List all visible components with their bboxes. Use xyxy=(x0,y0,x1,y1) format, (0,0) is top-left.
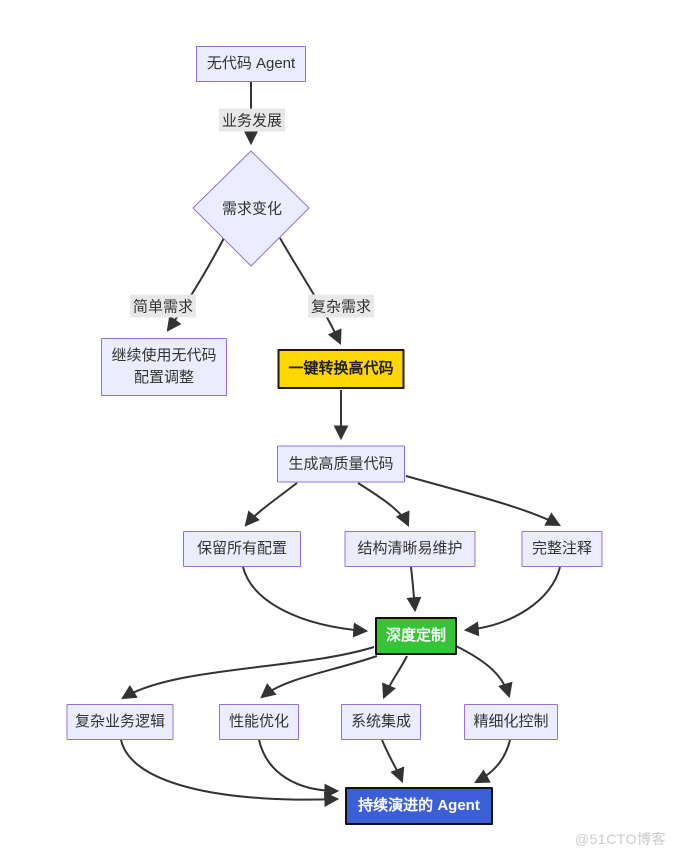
node-full-comments: 完整注释 xyxy=(521,531,603,567)
edge-structure-to-deep xyxy=(406,566,422,613)
node-perf-opt-label: 性能优化 xyxy=(228,713,289,731)
edge-control-to-agent xyxy=(474,739,511,784)
edge-generate-to-comments xyxy=(405,475,561,527)
node-generate-code-label: 生成高质量代码 xyxy=(288,455,394,473)
node-deep-custom: 深度定制 xyxy=(375,617,457,655)
node-nocode-agent-label: 无代码 Agent xyxy=(206,55,296,73)
node-evolving-agent: 持续演进的 Agent xyxy=(345,787,493,825)
edge-paths xyxy=(120,82,561,807)
edge-deep-to-control xyxy=(455,645,513,699)
node-one-click-convert-label: 一键转换高代码 xyxy=(288,360,394,378)
edge-keep-to-deep xyxy=(242,566,369,638)
node-system-integration-label: 系统集成 xyxy=(350,713,411,731)
edge-logic-to-agent xyxy=(120,739,340,807)
node-generate-code: 生成高质量代码 xyxy=(277,445,405,483)
node-continue-nocode: 继续使用无代码 配置调整 xyxy=(101,338,227,396)
edge-generate-to-structure xyxy=(357,482,410,528)
node-one-click-convert: 一键转换高代码 xyxy=(277,349,405,389)
node-perf-opt: 性能优化 xyxy=(219,704,299,740)
edge-demand-to-continue xyxy=(166,237,225,332)
edge-label-complex-demand: 复杂需求 xyxy=(307,294,375,318)
node-full-comments-label: 完整注释 xyxy=(531,540,592,558)
node-demand-change-label: 需求变化 xyxy=(221,200,283,218)
node-system-integration: 系统集成 xyxy=(341,704,421,740)
node-continue-nocode-line1: 继续使用无代码 xyxy=(111,347,217,365)
node-fine-control-label: 精细化控制 xyxy=(473,713,549,731)
edge-perf-to-agent xyxy=(258,739,340,799)
edge-deep-to-integration xyxy=(382,655,408,700)
decision-diamond-shape xyxy=(192,150,310,267)
edge-label-simple-demand: 简单需求 xyxy=(129,294,197,318)
node-deep-custom-label: 深度定制 xyxy=(385,627,446,645)
node-complex-logic: 复杂业务逻辑 xyxy=(66,704,174,740)
edge-deep-to-perf xyxy=(260,655,378,699)
edge-demand-to-convert xyxy=(279,237,342,346)
node-clear-structure: 结构清晰易维护 xyxy=(344,531,476,567)
node-fine-control: 精细化控制 xyxy=(464,704,558,740)
edge-generate-to-keep xyxy=(244,482,298,527)
edge-comments-to-deep xyxy=(463,566,561,637)
node-complex-logic-label: 复杂业务逻辑 xyxy=(74,713,165,731)
site-watermark: @51CTO博客 xyxy=(574,831,666,847)
node-clear-structure-label: 结构清晰易维护 xyxy=(357,540,463,558)
edge-deep-to-logic xyxy=(121,646,375,700)
node-nocode-agent: 无代码 Agent xyxy=(196,46,306,82)
node-keep-config: 保留所有配置 xyxy=(183,531,301,567)
edge-label-business-growth: 业务发展 xyxy=(218,108,286,132)
edge-integration-to-agent xyxy=(381,739,405,784)
node-keep-config-label: 保留所有配置 xyxy=(196,540,287,558)
node-evolving-agent-label: 持续演进的 Agent xyxy=(358,797,480,815)
node-continue-nocode-line2: 配置调整 xyxy=(133,369,194,386)
